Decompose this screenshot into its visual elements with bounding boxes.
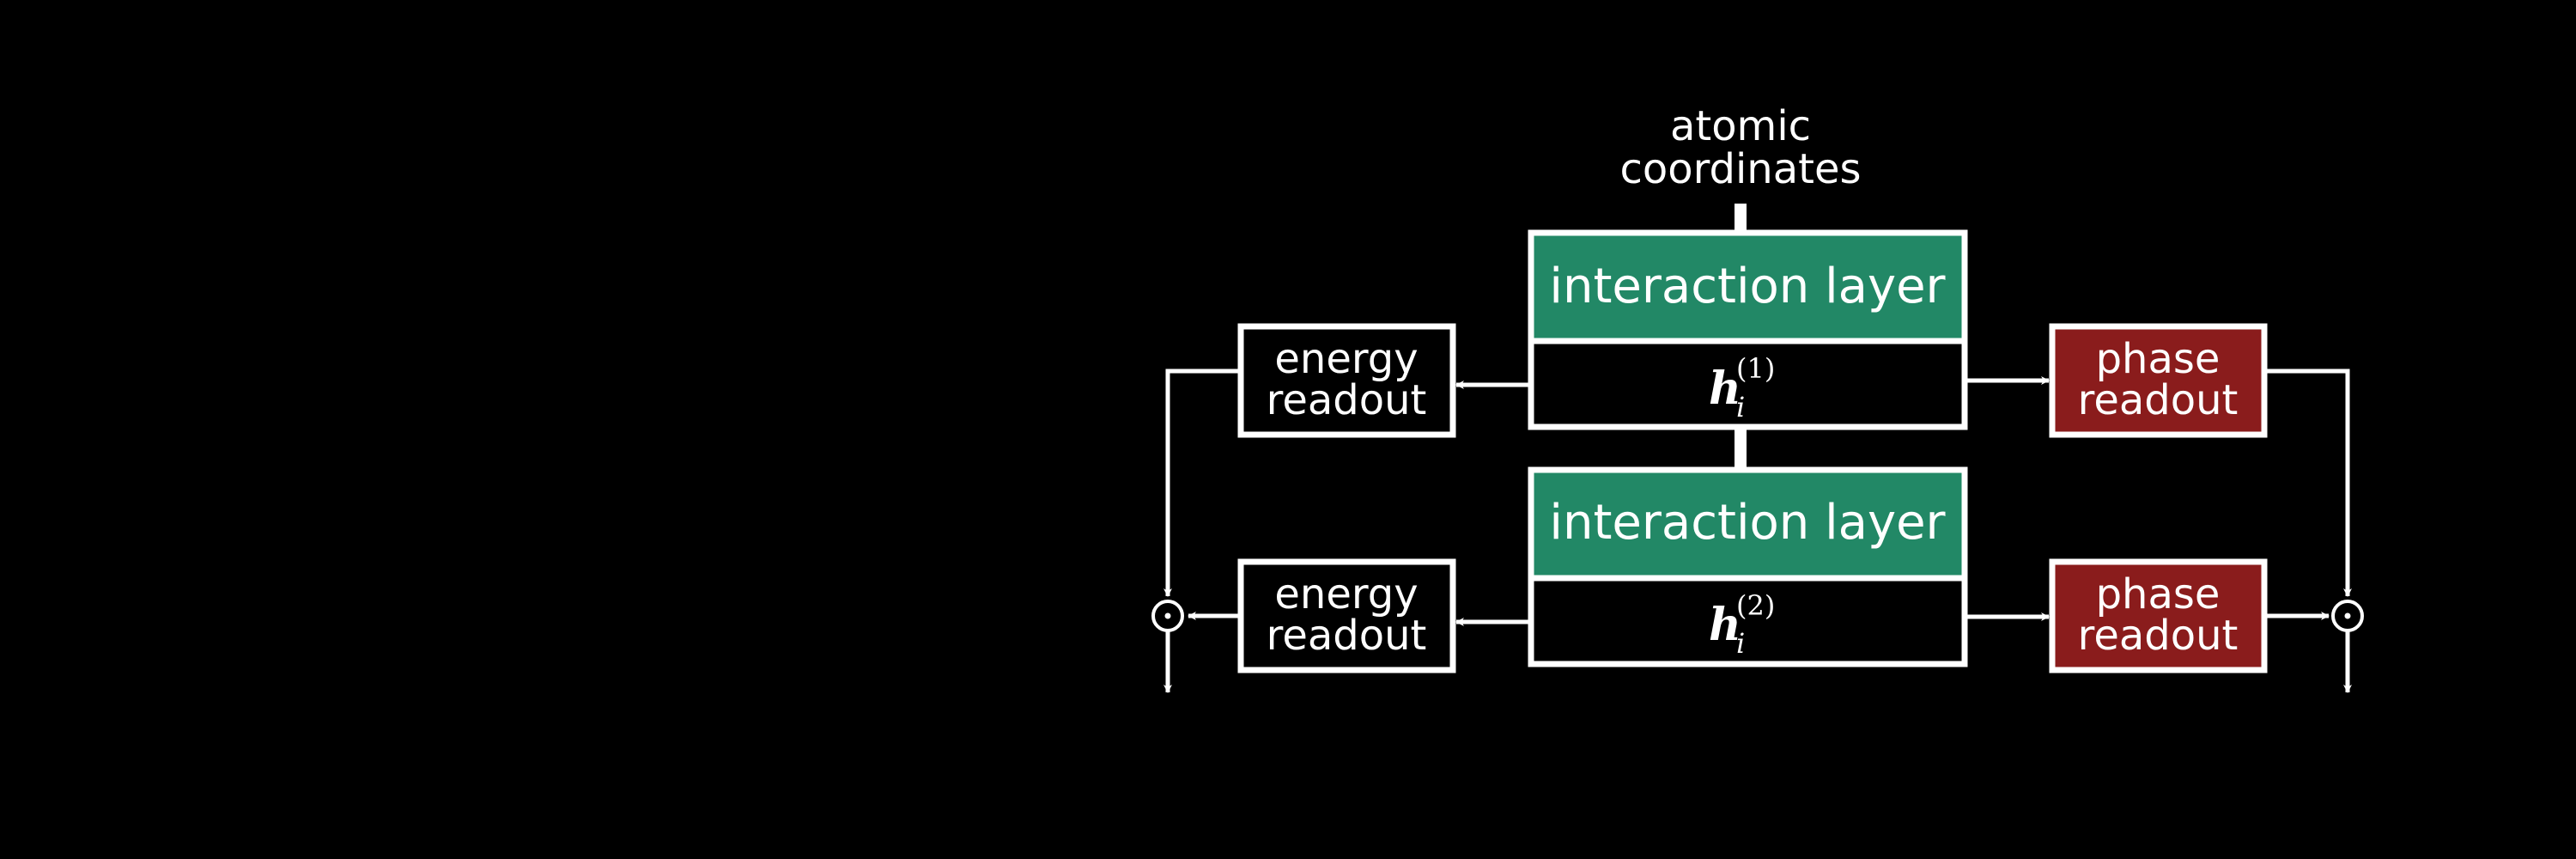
input-label-line1: atomic <box>1670 102 1811 150</box>
energy-readout-2-line1: energy <box>1274 570 1418 618</box>
phase-readout-1 <box>2049 323 2268 438</box>
feature-box-1 <box>1528 338 1968 430</box>
energy-readout-2-line2: readout <box>1267 612 1427 660</box>
block-1: interaction layer h i (1) energy readout… <box>1237 229 2268 438</box>
phase-readout-2-line2: readout <box>2078 612 2239 660</box>
feature-superscript-1: (1) <box>1736 352 1775 385</box>
phase-readout-2-line1: phase <box>2096 570 2221 618</box>
block-connector <box>1735 427 1747 470</box>
interaction-layer-1-label: interaction layer <box>1549 259 1946 314</box>
block-2: interaction layer h i (2) energy readout… <box>1237 466 2268 673</box>
interaction-layer-2-label: interaction layer <box>1549 495 1946 551</box>
phase-readout-1-line2: readout <box>2078 376 2239 424</box>
input-label-line2: coordinates <box>1619 145 1861 193</box>
energy-readout-1-line1: energy <box>1274 335 1418 383</box>
interaction-layer-2 <box>1528 466 1968 582</box>
energy-sum-path <box>1163 369 1238 597</box>
input-connector <box>1735 204 1747 233</box>
interaction-layer-1 <box>1528 229 1968 344</box>
phase-combine-operator-icon <box>2331 600 2364 632</box>
phase-readout-2 <box>2049 558 2268 673</box>
phase-sum-path <box>2267 369 2352 597</box>
feature-box-2 <box>1528 575 1968 667</box>
energy-readout-1-line2: readout <box>1267 376 1427 424</box>
energy-readout-2 <box>1237 558 1456 673</box>
phase-readout-1-line1: phase <box>2096 335 2221 383</box>
feature-subscript-2: i <box>1736 627 1745 660</box>
feature-symbol-1: h <box>1709 362 1741 415</box>
energy-readout-1 <box>1237 323 1456 438</box>
feature-subscript-1: i <box>1736 391 1745 423</box>
energy-combine-operator-icon <box>1151 600 1184 632</box>
feature-symbol-2: h <box>1709 599 1741 651</box>
feature-superscript-2: (2) <box>1736 589 1775 622</box>
